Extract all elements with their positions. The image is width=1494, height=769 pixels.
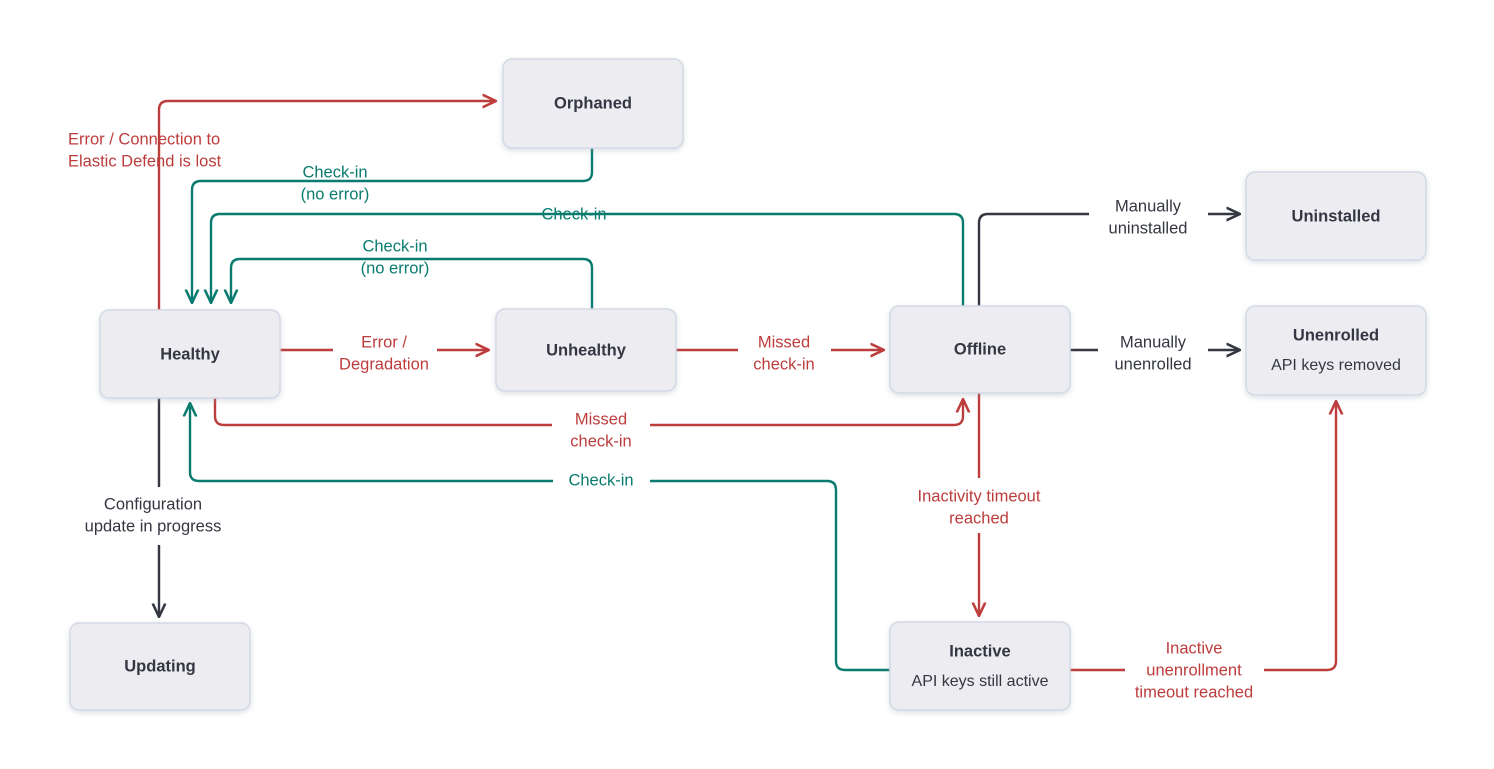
node-inactive-title: Inactive bbox=[949, 642, 1010, 660]
node-healthy[interactable]: Healthy bbox=[99, 309, 281, 399]
edge-label-line2: uninstalled bbox=[1109, 219, 1188, 237]
node-uninstalled-box[interactable] bbox=[1245, 171, 1427, 261]
edge-label-line3: timeout reached bbox=[1135, 683, 1253, 701]
edge-offline-to-healthy bbox=[211, 212, 965, 306]
edge-orphaned-to-healthy bbox=[192, 148, 594, 303]
edge-healthy-to-orphaned bbox=[157, 101, 496, 310]
edge-label-missed-checkin-bottom: Missed check-in bbox=[570, 410, 631, 450]
edge-label-line1: Inactivity timeout bbox=[918, 487, 1041, 505]
edge-label-line1: Manually bbox=[1115, 197, 1182, 215]
edge-label-checkin-no-error-top: Check-in (no error) bbox=[301, 163, 370, 203]
edge-label-line2: (no error) bbox=[361, 259, 430, 277]
edge-label-line2: Elastic Defend is lost bbox=[68, 152, 222, 170]
edge-label-line1: Check-in bbox=[541, 205, 606, 223]
node-orphaned[interactable]: Orphaned bbox=[502, 58, 684, 149]
edge-label-checkin-offline: Check-in bbox=[541, 205, 606, 223]
edge-unhealthy-to-healthy bbox=[231, 257, 594, 309]
node-unenrolled-subtitle: API keys removed bbox=[1271, 357, 1401, 374]
edge-label-line1: Error / bbox=[361, 333, 407, 351]
edge-label-line1: Configuration bbox=[104, 495, 202, 513]
edge-inactive-to-unenrolled bbox=[1070, 401, 1336, 672]
node-unhealthy[interactable]: Unhealthy bbox=[495, 308, 677, 392]
edge-label-line1: Missed bbox=[575, 410, 627, 428]
edge-label-manually-uninstalled: Manually uninstalled bbox=[1109, 197, 1188, 237]
node-healthy-title: Healthy bbox=[160, 345, 220, 363]
node-inactive-box[interactable] bbox=[889, 621, 1071, 711]
edge-label-line2: update in progress bbox=[85, 517, 222, 535]
edge-healthy-to-offline bbox=[213, 398, 963, 427]
edge-label-line1: Manually bbox=[1120, 333, 1187, 351]
edge-label-line1: Missed bbox=[758, 333, 810, 351]
edge-inactive-to-healthy bbox=[190, 403, 890, 672]
edge-label-line2: unenrollment bbox=[1146, 661, 1242, 679]
edge-label-line2: check-in bbox=[570, 432, 631, 450]
edge-label-manually-unenrolled: Manually unenrolled bbox=[1114, 333, 1191, 373]
edge-label-checkin-no-error-unhealthy: Check-in (no error) bbox=[361, 237, 430, 277]
edge-label-missed-checkin-top: Missed check-in bbox=[753, 333, 814, 373]
node-orphaned-title: Orphaned bbox=[554, 94, 632, 112]
node-offline-title: Offline bbox=[954, 340, 1006, 358]
edge-label-line1: Check-in bbox=[362, 237, 427, 255]
edge-label-line2: Degradation bbox=[339, 355, 429, 373]
node-unhealthy-title: Unhealthy bbox=[546, 341, 627, 359]
edge-label-inactivity-timeout: Inactivity timeout reached bbox=[918, 487, 1041, 527]
node-unenrolled[interactable]: Unenrolled API keys removed bbox=[1245, 305, 1427, 396]
edge-label-line1: Inactive bbox=[1166, 639, 1223, 657]
node-updating[interactable]: Updating bbox=[69, 622, 251, 711]
edge-label-line1: Check-in bbox=[302, 163, 367, 181]
edge-label-line2: (no error) bbox=[301, 185, 370, 203]
node-unenrolled-title: Unenrolled bbox=[1293, 326, 1379, 344]
node-updating-title: Updating bbox=[124, 657, 196, 675]
node-uninstalled-title: Uninstalled bbox=[1292, 207, 1381, 225]
node-offline-box[interactable] bbox=[889, 305, 1071, 394]
edge-label-checkin-inactive: Check-in bbox=[568, 471, 633, 489]
node-inactive-subtitle: API keys still active bbox=[912, 673, 1049, 690]
edge-label-line2: check-in bbox=[753, 355, 814, 373]
edge-label-error-degradation: Error / Degradation bbox=[339, 333, 429, 373]
edge-label-line2: reached bbox=[949, 509, 1009, 527]
node-uninstalled[interactable]: Uninstalled bbox=[1245, 171, 1427, 261]
edge-label-line1: Check-in bbox=[568, 471, 633, 489]
node-unhealthy-box[interactable] bbox=[495, 308, 677, 392]
node-updating-box[interactable] bbox=[69, 622, 251, 711]
node-inactive[interactable]: Inactive API keys still active bbox=[889, 621, 1071, 711]
node-orphaned-box[interactable] bbox=[502, 58, 684, 149]
edge-label-line2: unenrolled bbox=[1114, 355, 1191, 373]
node-offline[interactable]: Offline bbox=[889, 305, 1071, 394]
edge-label-inactive-unenrollment: Inactive unenrollment timeout reached bbox=[1135, 639, 1253, 701]
edge-label-line1: Error / Connection to bbox=[68, 130, 220, 148]
edge-label-error-connection-lost: Error / Connection to Elastic Defend is … bbox=[68, 130, 222, 170]
edge-label-configuration-update: Configuration update in progress bbox=[85, 495, 222, 535]
node-healthy-box[interactable] bbox=[99, 309, 281, 399]
node-unenrolled-box[interactable] bbox=[1245, 305, 1427, 396]
edge-offline-to-uninstalled bbox=[977, 214, 1240, 306]
